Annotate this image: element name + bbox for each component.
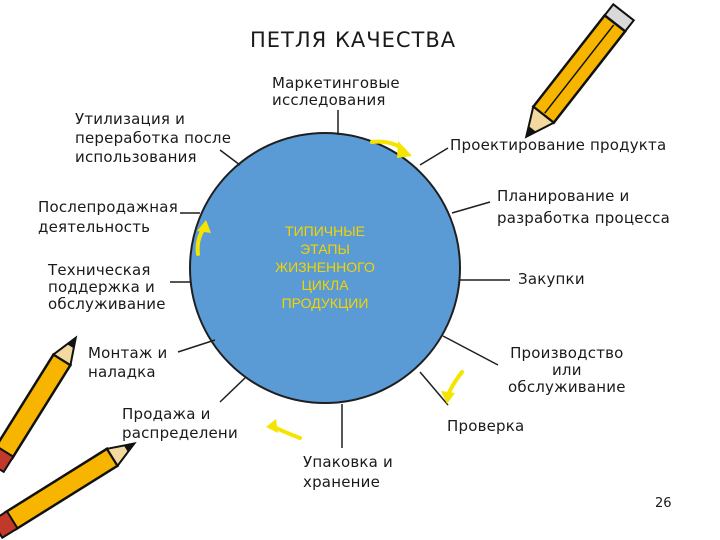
- stage-technical-support: Техническая поддержка и обслуживание: [48, 261, 166, 313]
- flow-arrow-right: [446, 370, 464, 397]
- page-number: 26: [655, 496, 672, 511]
- spoke-disposal: [219, 149, 241, 166]
- stage-production: Производство или обслуживание: [508, 344, 626, 396]
- pencil-icon-bottom-left-1: [0, 335, 78, 474]
- spoke-installation: [177, 339, 216, 353]
- pencil-icon-top-right: [524, 2, 636, 139]
- spoke-inspection: [419, 371, 449, 406]
- spoke-production: [442, 335, 499, 366]
- stage-marketing: Маркетинговые исследования: [272, 74, 400, 109]
- flow-arrowhead-top: [397, 141, 412, 158]
- stage-sales: Продажа и распределени: [122, 405, 238, 442]
- stage-purchasing: Закупки: [518, 270, 585, 288]
- center-label: ТИПИЧНЫЕ ЭТАПЫ ЖИЗНЕННОГО ЦИКЛА ПРОДУКЦИ…: [275, 223, 375, 311]
- stage-design: Проектирование продукта: [450, 136, 667, 154]
- pencil-icon-bottom-left-2: [0, 442, 137, 540]
- spoke-process-planning: [451, 201, 491, 214]
- stage-process-planning: Планирование и разработка процесса: [497, 187, 671, 227]
- flow-arrowhead-left: [197, 220, 211, 233]
- flow-arrowhead-bottom: [266, 419, 278, 433]
- stage-packaging: Упаковка и хранение: [303, 453, 393, 491]
- slide-title: ПЕТЛЯ КАЧЕСТВА: [250, 28, 457, 52]
- stage-installation: Монтаж и наладка: [88, 344, 168, 381]
- spoke-sales: [219, 377, 246, 403]
- stage-disposal: Утилизация и переработка после использов…: [75, 110, 232, 166]
- stage-inspection: Проверка: [447, 417, 525, 435]
- spoke-design: [419, 147, 449, 166]
- stage-after-sales: Послепродажная деятельность: [38, 198, 178, 236]
- center-circle: [189, 132, 461, 404]
- flow-arrowhead-right: [441, 391, 455, 404]
